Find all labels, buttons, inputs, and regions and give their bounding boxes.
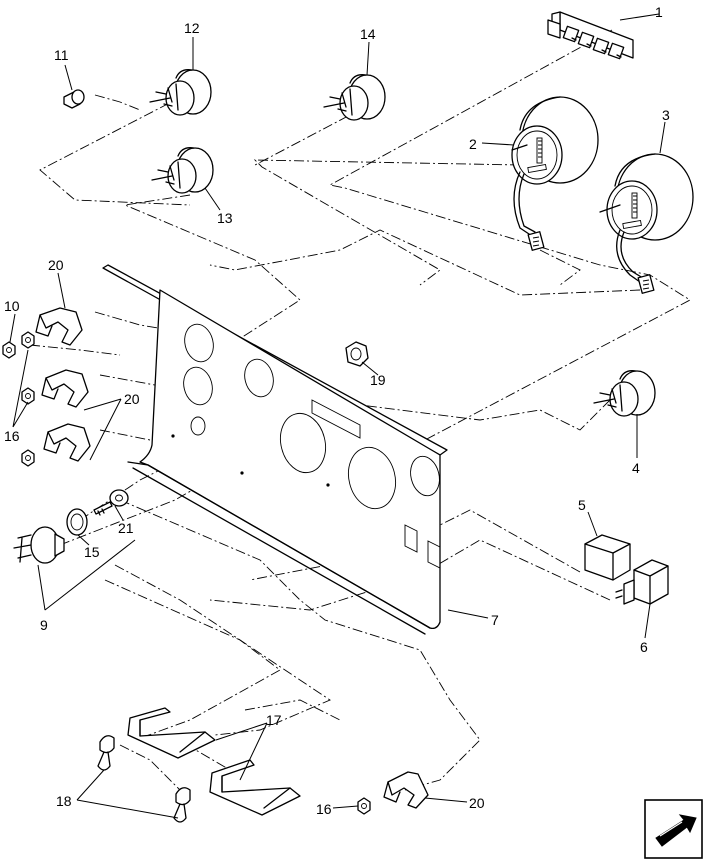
- callout-17: 17: [266, 712, 282, 728]
- callout-16-bottom: 16: [316, 801, 332, 817]
- callout-16-left: 16: [4, 428, 20, 444]
- gauge-bracket-upper: [35, 307, 83, 346]
- callout-12: 12: [184, 20, 200, 36]
- retaining-bracket-lower: [209, 759, 301, 816]
- gauge-large-3: [599, 153, 694, 294]
- callout-5: 5: [578, 497, 586, 513]
- retaining-bracket-upper: [127, 707, 216, 759]
- callout-4: 4: [632, 460, 640, 476]
- leader-lines: [9, 13, 666, 819]
- instrument-panel: [102, 264, 448, 635]
- callout-14: 14: [360, 26, 376, 42]
- callout-2: 2: [469, 136, 477, 152]
- small-gauge-4: [593, 370, 656, 417]
- next-page-arrow-icon[interactable]: [644, 799, 703, 859]
- callout-20-middle: 20: [124, 391, 140, 407]
- callout-13: 13: [217, 210, 233, 226]
- callout-21: 21: [118, 520, 134, 536]
- callout-19: 19: [370, 372, 386, 388]
- gauge-bracket-bottom: [383, 771, 429, 809]
- switch-washer: [66, 508, 88, 536]
- ignition-switch: [13, 526, 65, 564]
- lock-nuts: [2, 331, 371, 815]
- rocker-switch-5: [584, 534, 631, 581]
- callout-1: 1: [655, 4, 663, 20]
- callout-20-top: 20: [48, 257, 64, 273]
- rocker-switch-6: [615, 559, 669, 605]
- callout-9: 9: [40, 617, 48, 633]
- wing-nuts: [97, 735, 191, 823]
- callout-20-bottom: 20: [469, 795, 485, 811]
- callout-10: 10: [4, 298, 20, 314]
- callout-18: 18: [56, 793, 72, 809]
- callout-15: 15: [84, 544, 100, 560]
- lamp-bulb: [63, 89, 85, 109]
- callout-11: 11: [54, 47, 69, 63]
- small-gauge-13: [151, 147, 214, 194]
- gauge-large-2: [511, 96, 599, 251]
- callout-7: 7: [491, 612, 499, 628]
- ignition-key: [93, 489, 129, 516]
- callout-labels: 1 2 3 4 5 6 7 9 10 11 12 13 14 15 16 16 …: [4, 4, 670, 817]
- gauge-bracket-lower: [43, 423, 91, 462]
- callout-6: 6: [640, 639, 648, 655]
- small-gauge-14: [323, 74, 386, 121]
- panel-nut: [345, 341, 369, 367]
- gauge-bracket-middle: [41, 369, 89, 408]
- switch-block: [547, 11, 634, 60]
- small-gauge-12: [149, 69, 212, 116]
- callout-3: 3: [662, 107, 670, 123]
